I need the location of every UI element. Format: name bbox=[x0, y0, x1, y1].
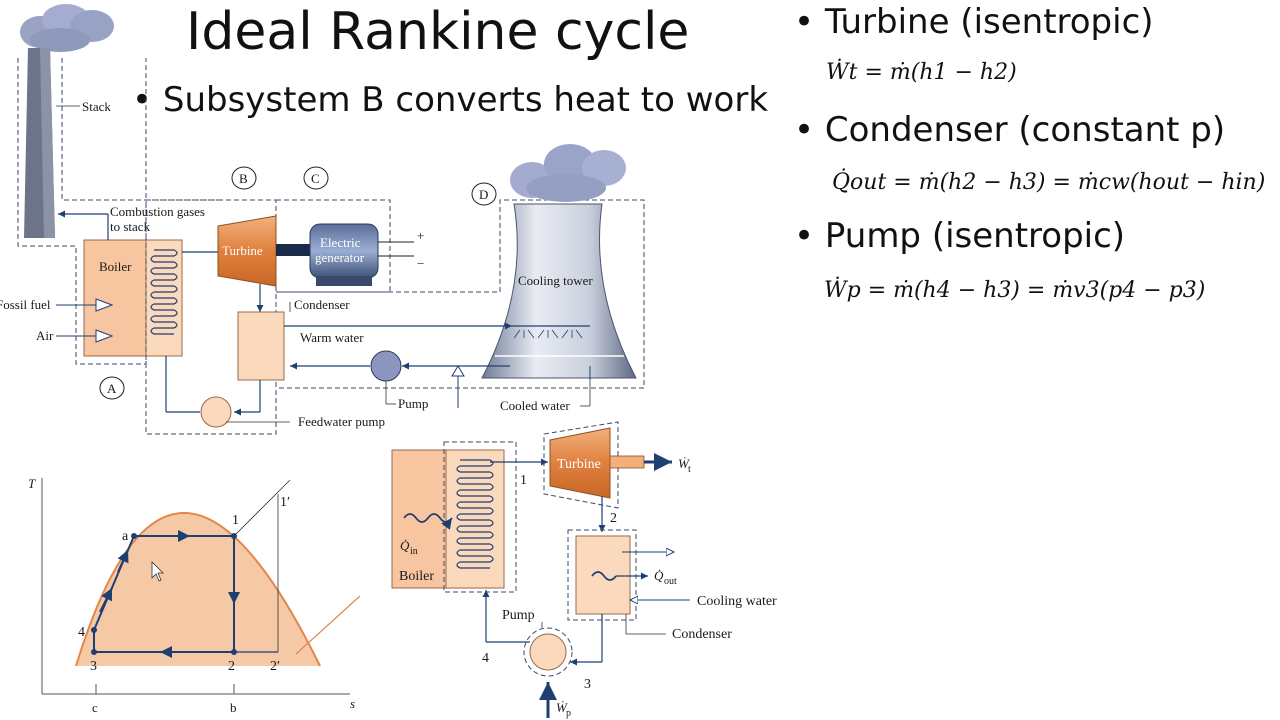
svg-text:C: C bbox=[311, 171, 320, 186]
svg-text:p: p bbox=[566, 708, 571, 719]
bullet-condenser: • Condenser (constant p) bbox=[794, 110, 1226, 150]
ts-point-1-prime: 1′ bbox=[280, 495, 290, 510]
subsystem-tag-c bbox=[303, 166, 329, 190]
generator-label-1: Electric bbox=[320, 235, 361, 250]
to-stack-label: to stack bbox=[110, 219, 151, 234]
wt-label: Ẇ bbox=[678, 456, 690, 471]
cycle-boiler-label: Boiler bbox=[399, 569, 434, 584]
subsystem-tag-a bbox=[99, 376, 125, 400]
ts-point-2-prime: 2′ bbox=[270, 659, 280, 674]
power-plant-schematic: Stack Boiler Fossil fuel Air Combustion … bbox=[0, 4, 777, 719]
cycle-turbine-label: Turbine bbox=[557, 457, 601, 472]
combustion-label: Combustion gases bbox=[110, 204, 205, 219]
equation-pump: Ẇp = ṁ(h4 − h3) = ṁv3(p4 − p3) bbox=[824, 278, 1206, 303]
cycle-turbine bbox=[549, 427, 611, 499]
fuel-arrow-icon bbox=[95, 298, 114, 312]
ts-t-axis-label: T bbox=[28, 476, 36, 491]
svg-text:A: A bbox=[107, 381, 117, 396]
cycle-condenser-label: Condenser bbox=[672, 627, 732, 642]
ts-s-axis-label: s bbox=[350, 696, 355, 711]
bullet-turbine: • Turbine (isentropic) bbox=[794, 2, 1154, 42]
cooling-tower bbox=[481, 203, 637, 379]
slide-subtitle: • Subsystem B converts heat to work bbox=[132, 80, 769, 120]
cycle-state-2: 2 bbox=[610, 511, 617, 526]
cycle-state-4: 4 bbox=[482, 651, 489, 666]
ts-point-1: 1 bbox=[232, 513, 239, 528]
equation-condenser: Q̇out = ṁ(h2 − h3) = ṁcw(hout − hin) bbox=[832, 170, 1266, 195]
mouse-cursor-icon bbox=[151, 561, 164, 582]
svg-text:in: in bbox=[410, 546, 418, 557]
svg-text:−: − bbox=[417, 256, 424, 271]
generator-label-2: generator bbox=[315, 250, 365, 265]
turbine bbox=[217, 215, 277, 287]
slide-title: Ideal Rankine cycle bbox=[186, 2, 690, 62]
ts-diagram: T s a 1 1′ 4 3 bbox=[28, 476, 361, 715]
pump-label: Pump bbox=[398, 396, 428, 411]
feedwater-pump-label: Feedwater pump bbox=[298, 414, 385, 429]
saturation-dome bbox=[76, 513, 320, 666]
stack-label: Stack bbox=[82, 99, 111, 114]
cycle-state-1: 1 bbox=[520, 473, 527, 488]
svg-text:D: D bbox=[479, 187, 488, 202]
ts-point-2: 2 bbox=[228, 659, 235, 674]
svg-text:+: + bbox=[417, 228, 424, 243]
ts-tick-c: c bbox=[92, 700, 98, 715]
svg-text:t: t bbox=[688, 464, 691, 475]
subsystem-tag-b bbox=[231, 166, 257, 190]
fossil-fuel-label: Fossil fuel bbox=[0, 297, 51, 312]
ts-point-a: a bbox=[122, 529, 129, 544]
qin-label: Q̇ bbox=[400, 538, 410, 553]
cycle-schematic: Boiler Q̇ in 1 Turbine Ẇ t 2 Q̇ out Cool… bbox=[391, 421, 777, 719]
cycle-state-3: 3 bbox=[584, 677, 591, 692]
cooling-water-label: Cooling water bbox=[697, 594, 777, 609]
air-arrow-icon bbox=[95, 329, 114, 343]
feedwater-pump bbox=[200, 396, 232, 428]
svg-text:B: B bbox=[239, 171, 248, 186]
turbine-label: Turbine bbox=[222, 243, 263, 258]
ts-point-4: 4 bbox=[78, 625, 85, 640]
ts-point-3: 3 bbox=[90, 659, 97, 674]
svg-text:out: out bbox=[664, 576, 677, 587]
cooling-water-pump bbox=[370, 350, 402, 382]
tower-steam-cloud bbox=[510, 144, 626, 202]
air-label: Air bbox=[36, 328, 54, 343]
boiler-label: Boiler bbox=[99, 259, 132, 274]
ts-tick-b: b bbox=[230, 700, 237, 715]
cooling-tower-label: Cooling tower bbox=[518, 273, 593, 288]
bullet-pump: • Pump (isentropic) bbox=[794, 216, 1126, 256]
stack-smoke-cloud bbox=[20, 4, 114, 52]
condenser-label: Condenser bbox=[294, 297, 350, 312]
qout-label: Q̇ bbox=[654, 568, 664, 583]
cycle-pump-label: Pump bbox=[502, 608, 535, 623]
wp-label: Ẇ bbox=[556, 700, 568, 715]
equation-turbine: Ẇt = ṁ(h1 − h2) bbox=[826, 60, 1017, 85]
subsystem-tag-d bbox=[471, 182, 497, 206]
cooled-water-label: Cooled water bbox=[500, 398, 570, 413]
condenser bbox=[237, 311, 285, 381]
warm-water-label: Warm water bbox=[300, 330, 364, 345]
cycle-pump bbox=[529, 633, 567, 671]
